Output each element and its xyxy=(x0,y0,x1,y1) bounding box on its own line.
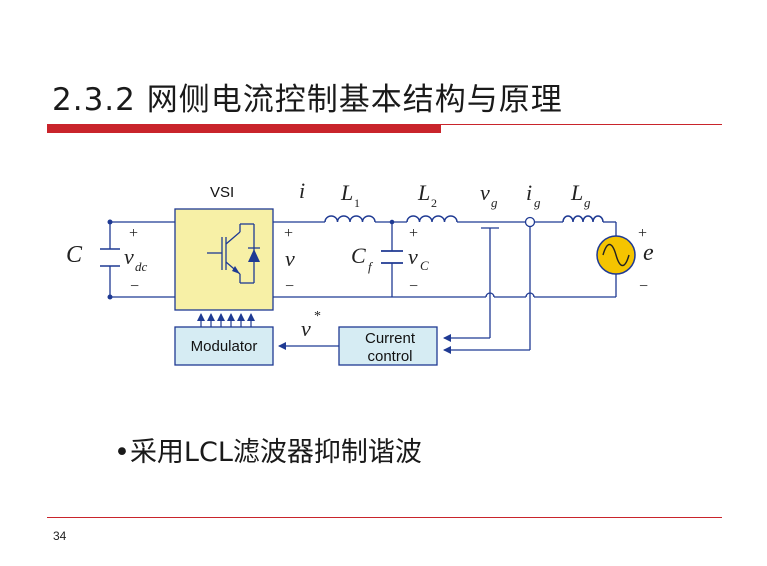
reference-v-label: v xyxy=(301,316,311,341)
dc-link-wires xyxy=(109,221,175,298)
ig-label: i xyxy=(526,180,532,205)
grid-e-label: e xyxy=(643,240,654,266)
title-underline xyxy=(47,124,722,125)
lg-label: L xyxy=(570,180,583,205)
page-number: 34 xyxy=(53,529,67,543)
l2-subscript: 2 xyxy=(431,196,437,210)
vg-subscript: g xyxy=(491,195,498,210)
inverter-v-minus: − xyxy=(285,278,294,295)
bullet-symbol: • xyxy=(114,437,130,468)
grid-minus: − xyxy=(639,278,648,295)
gate-signal-arrows xyxy=(197,313,255,327)
l1-label: L xyxy=(340,180,353,205)
dc-capacitor xyxy=(100,248,120,267)
current-i-label: i xyxy=(299,178,305,203)
reference-star: * xyxy=(314,309,321,324)
vc-label: v xyxy=(408,244,418,269)
sine-icon xyxy=(602,243,630,267)
vdc-subscript: dc xyxy=(135,259,148,274)
vdc-plus: + xyxy=(129,225,138,242)
vg-label: v xyxy=(480,180,490,205)
igbt-emitter-arrow xyxy=(232,266,240,274)
vc-subscript: C xyxy=(420,258,429,273)
footer-rule xyxy=(47,517,722,518)
current-control-label-line1: Current xyxy=(365,330,416,347)
inverter-v-plus: + xyxy=(284,225,293,242)
inductor-l2 xyxy=(406,215,458,223)
vdc-label: v xyxy=(124,244,134,269)
bullet-text: 采用LCL滤波器抑制谐波 xyxy=(129,437,422,468)
dc-capacitor-label: C xyxy=(66,242,83,268)
lg-subscript: g xyxy=(584,195,591,210)
diode-symbol xyxy=(248,249,260,262)
title-accent-bar xyxy=(47,125,441,133)
cf-subscript: f xyxy=(368,259,374,274)
slide-title: 2.3.2 网侧电流控制基本结构与原理 xyxy=(52,82,563,118)
filter-capacitor xyxy=(381,222,403,297)
cf-node xyxy=(389,219,395,225)
vg-sense-line xyxy=(443,227,499,342)
bullet-point: •采用LCL滤波器抑制谐波 xyxy=(114,430,422,469)
modulator-block xyxy=(174,326,274,366)
vdc-minus: − xyxy=(130,278,139,295)
current-control-label-line2: control xyxy=(367,348,412,365)
modulator-label: Modulator xyxy=(191,338,258,355)
dc-top-node xyxy=(107,219,113,225)
grid-plus: + xyxy=(638,225,647,242)
inverter-v-label: v xyxy=(285,246,295,271)
ig-subscript: g xyxy=(534,195,541,210)
ig-sense-line xyxy=(443,227,531,354)
l2-label: L xyxy=(417,180,430,205)
ig-sensor xyxy=(524,216,536,228)
dc-bottom-node xyxy=(107,294,113,300)
inductor-l1 xyxy=(324,215,376,223)
vc-plus: + xyxy=(409,225,418,242)
ac-top-wire xyxy=(273,221,617,297)
l1-subscript: 1 xyxy=(354,196,360,210)
vc-minus: − xyxy=(409,278,418,295)
inductor-lg xyxy=(562,215,604,223)
vsi-label: VSI xyxy=(210,184,234,201)
cf-label: C xyxy=(351,243,366,268)
current-control-block xyxy=(338,326,438,366)
